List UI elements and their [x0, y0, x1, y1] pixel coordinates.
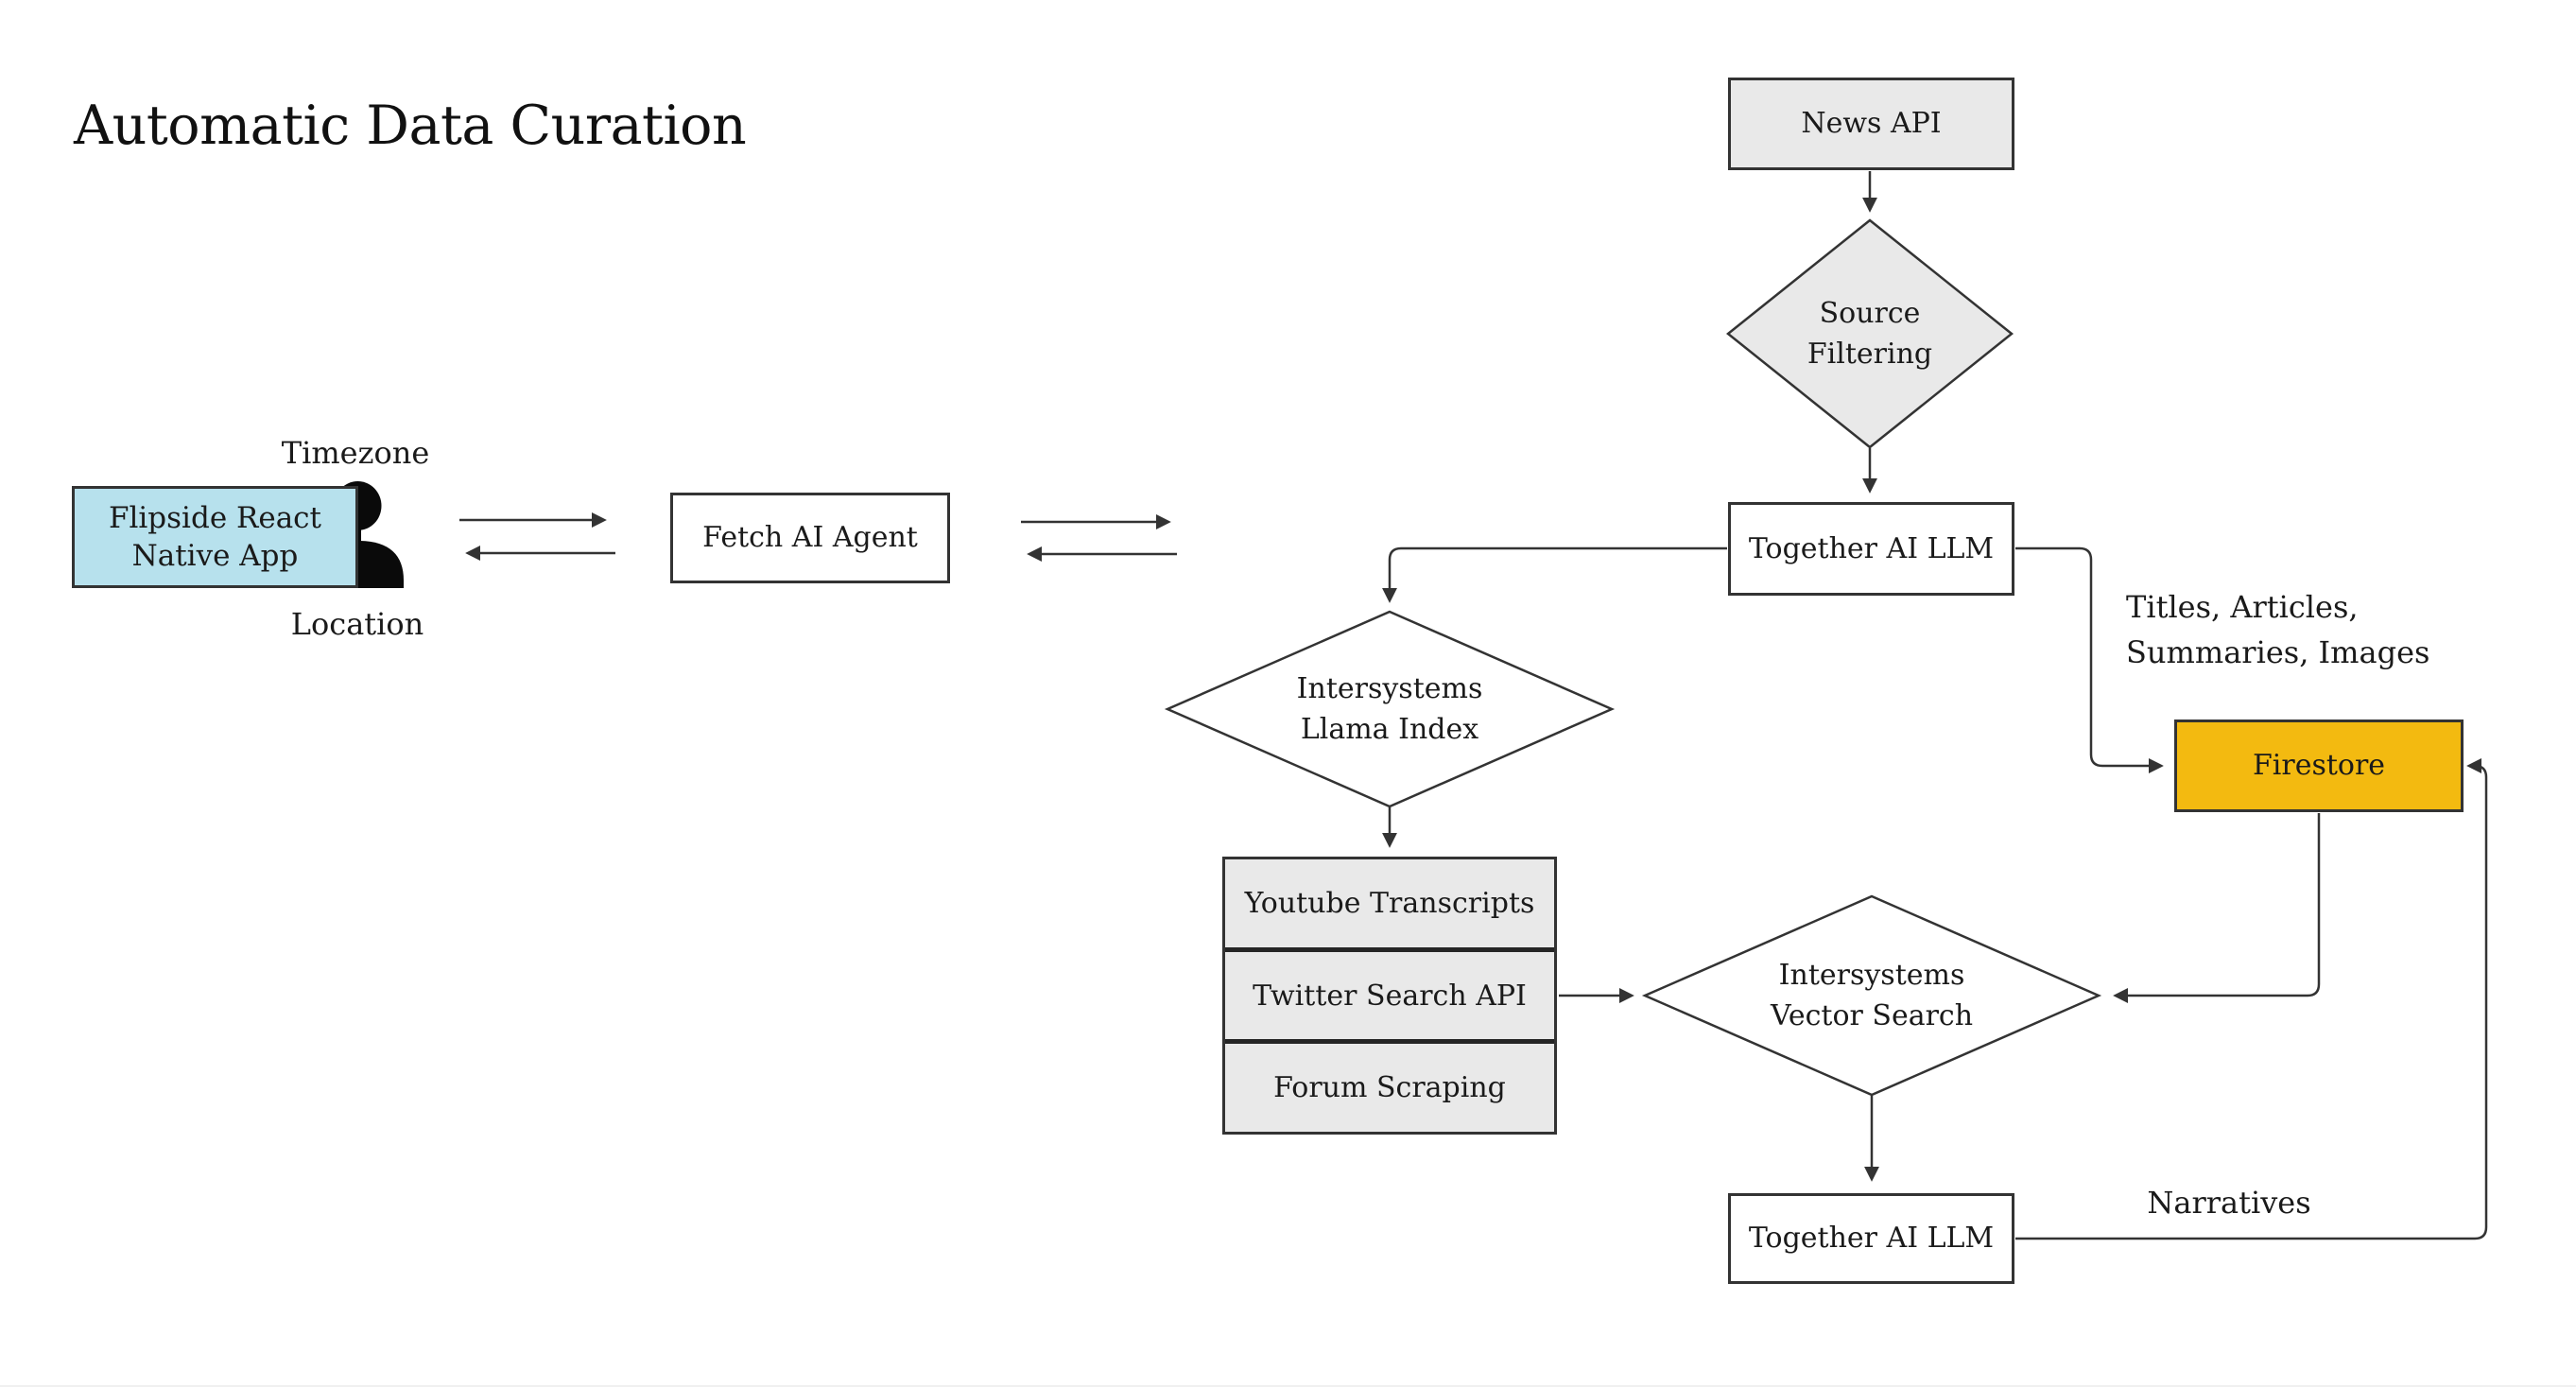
- node-news-api: News API: [1728, 78, 2014, 170]
- page-title: Automatic Data Curation: [74, 95, 747, 157]
- node-fetch-ai-agent: Fetch AI Agent: [670, 493, 950, 583]
- llama-index-diamond: [1164, 610, 1616, 808]
- edge-togethertop-to-firestore: [2015, 546, 2164, 774]
- edge-label-location: Location: [290, 606, 424, 642]
- node-firestore: Firestore: [2174, 720, 2464, 812]
- source-filtering-diamond: [1725, 218, 2014, 449]
- llama-index-line1: Intersystems: [1296, 672, 1483, 705]
- node-flipside-label-line1: Flipside React: [108, 501, 322, 535]
- stack-row-forum-scraping: Forum Scraping: [1225, 1039, 1554, 1132]
- vector-search-label: Intersystems Vector Search: [1771, 955, 1973, 1036]
- vector-search-line1: Intersystems: [1778, 959, 1965, 992]
- node-together-ai-llm-bottom: Together AI LLM: [1728, 1193, 2014, 1284]
- edge-label-titles-line2: Summaries, Images: [2126, 634, 2430, 670]
- edge-togethertop-to-llamaindex: [1381, 546, 1727, 603]
- llama-index-label: Intersystems Llama Index: [1297, 668, 1483, 750]
- edge-label-timezone: Timezone: [281, 435, 430, 471]
- vector-search-diamond: [1641, 894, 2102, 1097]
- stack-row-youtube-transcripts: Youtube Transcripts: [1244, 886, 1535, 920]
- node-flipside-label: Flipside React Native App: [109, 499, 321, 575]
- llama-index-line2: Llama Index: [1300, 713, 1479, 746]
- source-filtering-line2: Filtering: [1807, 338, 1933, 371]
- node-flipside-label-line2: Native App: [131, 539, 299, 573]
- node-firestore-label: Firestore: [2252, 749, 2386, 782]
- scrollbar-track-edge: [0, 1385, 2576, 1387]
- source-filtering-line1: Source: [1819, 297, 1921, 330]
- source-filtering-label: Source Filtering: [1807, 293, 1932, 374]
- node-together-ai-llm-bottom-label: Together AI LLM: [1748, 1222, 1995, 1255]
- node-news-api-label: News API: [1801, 107, 1942, 140]
- node-data-sources-stack: Youtube Transcripts Twitter Search API F…: [1222, 857, 1557, 1135]
- edge-label-titles-articles: Titles, Articles, Summaries, Images: [2126, 584, 2429, 675]
- edge-firestore-to-vectorsearch: [2113, 813, 2321, 1004]
- node-fetch-ai-agent-label: Fetch AI Agent: [702, 521, 918, 554]
- edge-label-narratives: Narratives: [2147, 1185, 2311, 1221]
- vector-search-line2: Vector Search: [1770, 999, 1974, 1032]
- stack-row-twitter-search-api: Twitter Search API: [1225, 946, 1554, 1040]
- edge-togetherbottom-to-firestore-narratives: [2015, 757, 2488, 1240]
- node-together-ai-llm-top-label: Together AI LLM: [1748, 531, 1995, 565]
- node-flipside-react-native-app: Flipside React Native App: [72, 486, 358, 588]
- edge-label-titles-line1: Titles, Articles,: [2126, 589, 2359, 625]
- node-together-ai-llm-top: Together AI LLM: [1728, 502, 2014, 596]
